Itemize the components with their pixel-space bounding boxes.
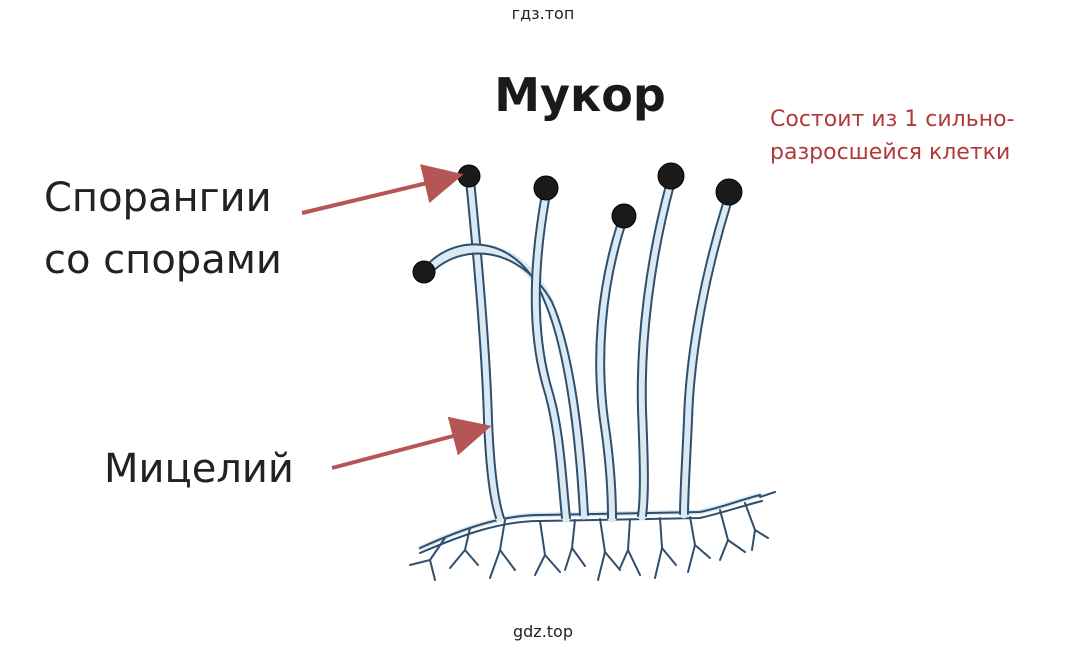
watermark-bottom: gdz.top — [512, 622, 573, 641]
mycelium-base — [409, 491, 776, 581]
label-sporangia-line-1: Спорангии — [44, 175, 272, 221]
label-sporangia-line-2: со спорами — [44, 237, 282, 283]
sporangiophores — [423, 175, 733, 523]
sporangia — [412, 162, 743, 284]
sporangium — [715, 178, 743, 206]
diagram-title: Мукор — [494, 68, 666, 122]
annotation-note-line-2: разросшейся клетки — [770, 140, 1011, 165]
sporangium — [657, 162, 685, 190]
sporangium — [533, 175, 559, 201]
sporangium — [412, 260, 436, 284]
watermark-top: гдз.топ — [511, 4, 575, 23]
sporangium — [457, 164, 481, 188]
label-mycelium: Мицелий — [104, 446, 294, 492]
arrow-to-mycelium — [331, 416, 492, 470]
annotation-note: Состоит из 1 сильно- разросшейся клетки — [770, 103, 1014, 169]
arrow-to-sporangium — [301, 164, 464, 215]
annotation-note-line-1: Состоит из 1 сильно- — [770, 107, 1015, 132]
sporangium — [611, 203, 637, 229]
label-sporangia: Спорангии со спорами — [44, 167, 282, 291]
